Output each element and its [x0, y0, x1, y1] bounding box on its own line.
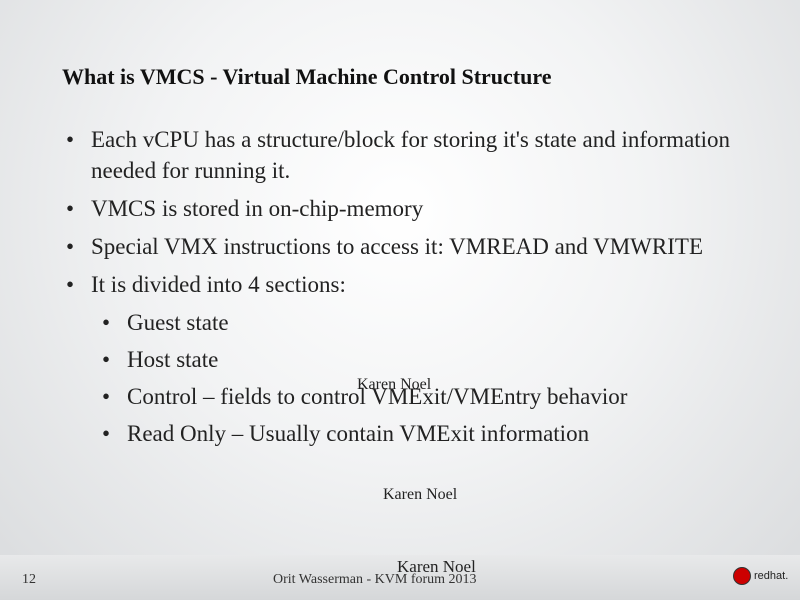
- annotation: Karen Noel: [397, 557, 476, 576]
- redhat-hat-icon: [733, 567, 751, 585]
- bullet: Special VMX instructions to access it: V…: [62, 231, 762, 262]
- sub-bullet: Host state: [62, 344, 762, 375]
- page-number: 12: [22, 572, 36, 587]
- sub-bullet: Control – fields to control VMExit/VMEnt…: [62, 381, 762, 412]
- footer-band: [0, 555, 800, 600]
- bullet-list: Each vCPU has a structure/block for stor…: [62, 124, 762, 455]
- annotation: Karen Noel: [383, 486, 458, 503]
- annotation: Karen Noel: [357, 376, 432, 393]
- bullet: VMCS is stored in on-chip-memory: [62, 193, 762, 224]
- logo-text: redhat.: [754, 570, 789, 582]
- sub-bullet: Guest state: [62, 307, 762, 338]
- sub-bullet: Read Only – Usually contain VMExit infor…: [62, 418, 762, 449]
- redhat-logo: redhat.: [733, 567, 788, 585]
- slide-title: What is VMCS - Virtual Machine Control S…: [62, 64, 552, 89]
- footer-text: Orit Wasserman - KVM forum 2013: [273, 572, 477, 587]
- bullet: Each vCPU has a structure/block for stor…: [62, 124, 762, 186]
- bullet: It is divided into 4 sections:: [62, 269, 762, 300]
